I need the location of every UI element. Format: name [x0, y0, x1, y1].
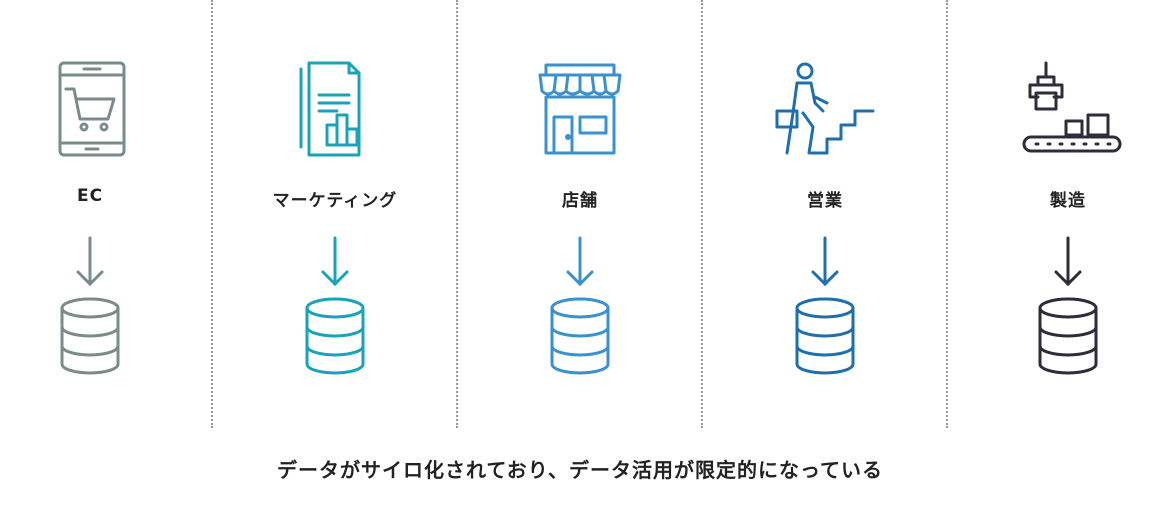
- database-icon: [795, 297, 855, 375]
- factory-conveyor-icon: [1022, 61, 1122, 153]
- arrow-down-icon: [811, 236, 839, 287]
- column-divider: [701, 0, 703, 428]
- column-label: 営業: [807, 191, 843, 211]
- column-label: EC: [76, 186, 104, 206]
- column-label: 店舗: [562, 191, 598, 211]
- arrow-down-icon: [566, 236, 594, 287]
- column-label: マーケティング: [272, 191, 398, 211]
- caption: データがサイロ化されており、データ活用が限定的になっている: [277, 458, 883, 482]
- column-divider: [456, 0, 458, 428]
- column-store: 店舗: [458, 0, 702, 430]
- arrow-down-icon: [76, 236, 104, 287]
- document-chart-icon: [299, 61, 361, 157]
- smartphone-cart-icon: [58, 61, 126, 157]
- column-sales: 営業: [703, 0, 947, 430]
- column-label: 製造: [1050, 191, 1086, 211]
- arrow-down-icon: [1054, 236, 1082, 287]
- database-icon: [305, 297, 365, 375]
- storefront-icon: [538, 63, 622, 155]
- arrow-down-icon: [321, 236, 349, 287]
- column-divider: [946, 0, 948, 428]
- column-ec: EC: [0, 0, 212, 430]
- businessperson-stairs-icon: [775, 62, 875, 155]
- column-manufacturing: 製造: [946, 0, 1160, 430]
- database-icon: [550, 297, 610, 375]
- database-icon: [1038, 297, 1098, 375]
- column-divider: [211, 0, 213, 428]
- database-icon: [60, 297, 120, 375]
- column-marketing: マーケティング: [213, 0, 457, 430]
